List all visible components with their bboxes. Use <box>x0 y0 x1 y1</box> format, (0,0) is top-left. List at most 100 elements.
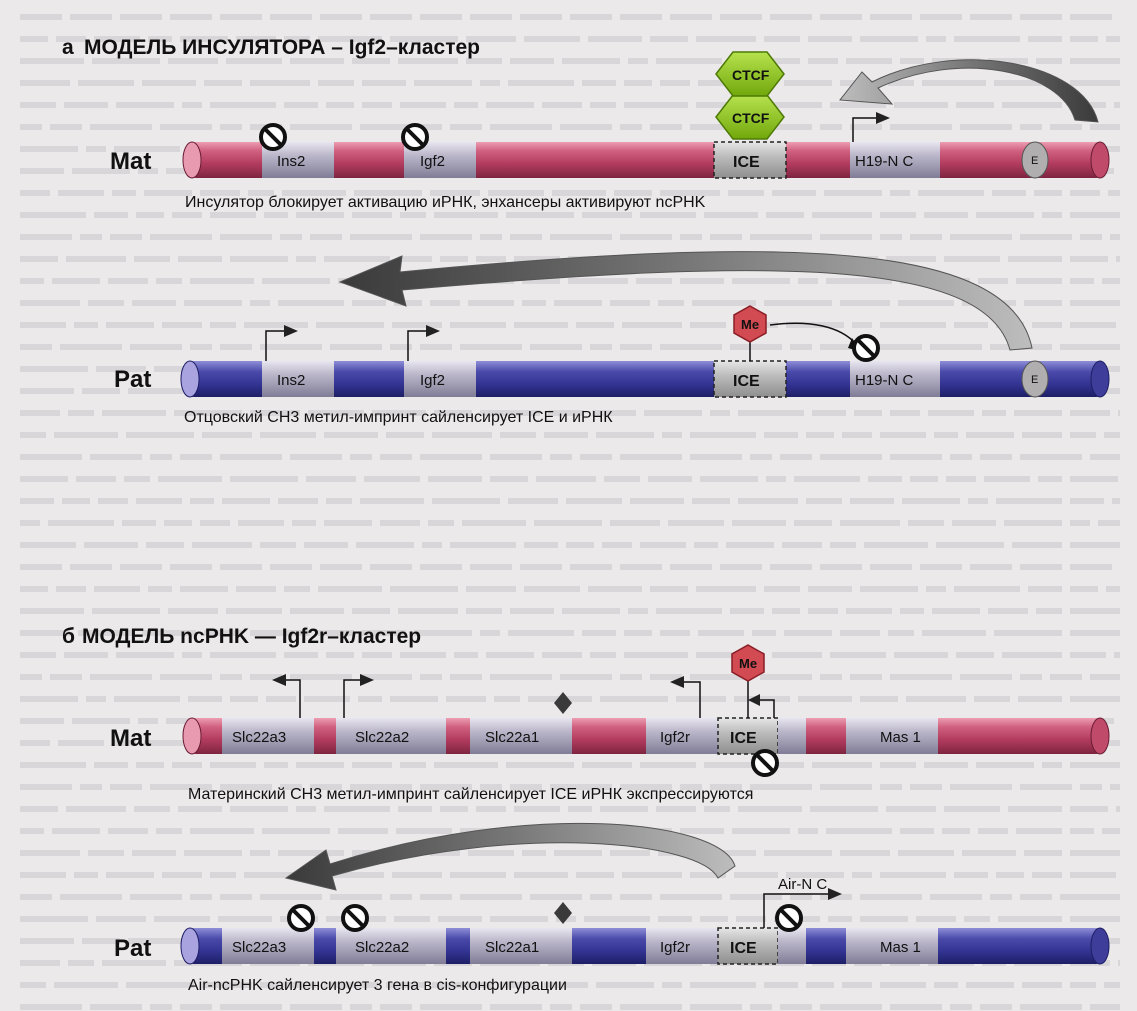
background-text-line <box>1080 784 1102 790</box>
background-text-line <box>420 894 452 900</box>
background-text-line <box>840 850 890 856</box>
background-text-line <box>1090 124 1120 130</box>
background-text-line <box>890 410 920 416</box>
background-text-line <box>550 784 612 790</box>
background-text-line <box>660 894 722 900</box>
gene-a-pat-h19: H19-N C <box>855 372 914 389</box>
background-text-line <box>954 586 1020 592</box>
background-text-line <box>324 982 378 988</box>
background-text-line <box>670 564 712 570</box>
arrow-icon <box>272 674 286 686</box>
background-text-line <box>1070 806 1108 812</box>
background-text-line <box>990 344 1012 350</box>
background-text-line <box>78 630 134 636</box>
background-text-line <box>590 102 616 108</box>
background-text-line <box>94 36 140 42</box>
background-text-line <box>976 212 1034 218</box>
background-text-line <box>942 828 970 834</box>
background-text-line <box>854 410 882 416</box>
background-text-line <box>622 872 682 878</box>
background-text-line <box>640 542 686 548</box>
background-text-line <box>72 718 130 724</box>
background-text-line <box>170 564 212 570</box>
background-text-line <box>304 542 348 548</box>
background-text-line <box>138 168 158 174</box>
background-text-line <box>964 916 990 922</box>
background-text-line <box>880 872 946 878</box>
background-text-line <box>550 234 612 240</box>
background-text-line <box>250 630 310 636</box>
background-text-line <box>182 102 202 108</box>
background-text-line <box>1050 124 1082 130</box>
background-text-line <box>520 564 562 570</box>
background-text-line <box>20 740 50 746</box>
background-text-line <box>966 432 1014 438</box>
background-text-line <box>568 806 592 812</box>
background-text-line <box>852 322 872 328</box>
background-text-line <box>640 212 696 218</box>
background-text-line <box>560 124 612 130</box>
background-text-line <box>1114 652 1120 658</box>
background-text-line <box>250 674 282 680</box>
background-text-line <box>508 498 558 504</box>
background-text-line <box>610 300 650 306</box>
background-text-line <box>230 476 298 482</box>
background-text-line <box>522 850 546 856</box>
background-text-line <box>790 894 812 900</box>
background-text-line <box>262 828 330 834</box>
background-text-line <box>400 102 446 108</box>
background-text-line <box>150 1004 172 1010</box>
background-text-line <box>886 806 936 812</box>
background-text-line <box>584 916 650 922</box>
background-text-line <box>992 190 1026 196</box>
background-text-line <box>160 124 212 130</box>
chromosome-a-pat <box>180 360 1110 398</box>
background-text-line <box>956 102 994 108</box>
background-text-line <box>326 652 354 658</box>
background-text-line <box>116 652 174 658</box>
background-text-line <box>820 234 872 240</box>
background-text-line <box>600 696 668 702</box>
background-text-line <box>184 850 242 856</box>
arrow-icon <box>360 674 374 686</box>
background-text-line <box>790 344 812 350</box>
background-text-line <box>850 674 882 680</box>
background-text-line <box>148 36 172 42</box>
block-icon <box>852 334 880 362</box>
background-text-line <box>842 982 872 988</box>
background-text-line <box>590 344 612 350</box>
background-text-line <box>190 344 212 350</box>
background-text-line <box>466 36 516 42</box>
background-text-line <box>270 564 312 570</box>
background-text-line <box>806 432 834 438</box>
background-text-line <box>490 454 542 460</box>
arrow-icon <box>284 679 775 718</box>
background-text-line <box>1070 828 1094 834</box>
background-text-line <box>542 652 582 658</box>
background-text-line <box>906 696 966 702</box>
background-text-line <box>284 36 310 42</box>
gene-b-pat-slc22a1: Slc22a1 <box>485 939 539 956</box>
background-text-line <box>1070 212 1120 218</box>
background-text-line <box>820 564 862 570</box>
background-text-line <box>20 388 74 394</box>
background-text-line <box>624 652 688 658</box>
background-text-line <box>414 80 472 86</box>
background-text-line <box>350 784 412 790</box>
background-text-line <box>84 542 138 548</box>
background-text-line <box>280 784 302 790</box>
background-text-line <box>890 190 910 196</box>
background-text-line <box>1020 344 1052 350</box>
background-text-line <box>926 586 946 592</box>
background-text-line <box>852 872 872 878</box>
background-text-line <box>764 36 800 42</box>
background-text-line <box>1070 190 1100 196</box>
background-text-line <box>236 36 276 42</box>
background-text-line <box>1070 322 1116 328</box>
background-text-line <box>264 762 288 768</box>
background-text-line <box>550 454 572 460</box>
background-text-line <box>552 190 606 196</box>
background-text-line <box>734 696 790 702</box>
background-text-line <box>70 564 112 570</box>
background-text-line <box>840 630 880 636</box>
